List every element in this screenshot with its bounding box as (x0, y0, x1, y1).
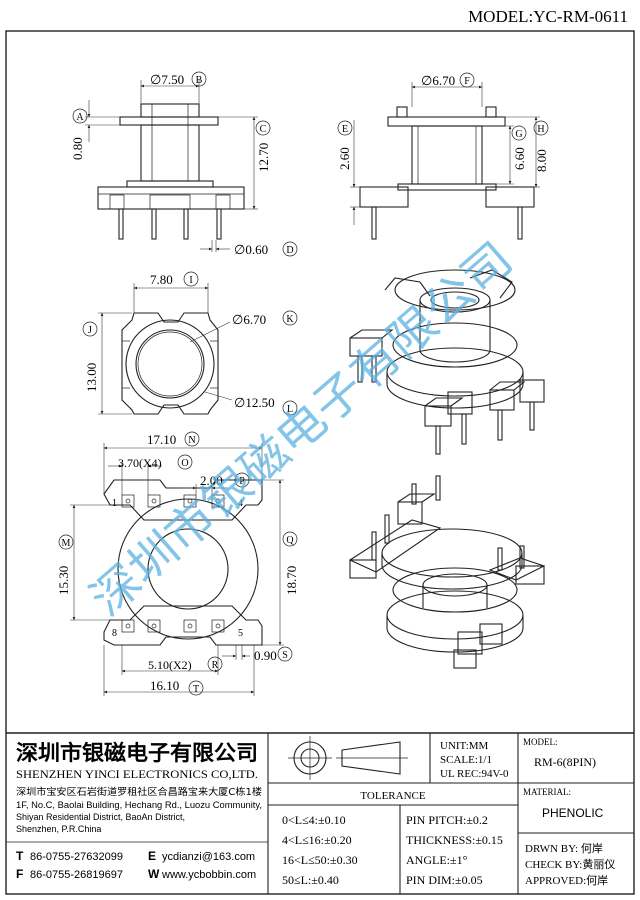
drawn-by: DRWN BY: 何岸 (525, 842, 603, 855)
web-value: www.ycbobbin.com (161, 869, 256, 881)
dim-o-value: 3.70(X4) (118, 456, 162, 470)
approved-by: APPROVED:何岸 (525, 874, 608, 887)
company-address-en-3: Shenzhen, P.R.China (16, 824, 101, 834)
outer-frame (5, 30, 635, 895)
dim-d-value: ∅0.60 (234, 242, 268, 257)
tolerance-spec-3: PIN DIM:±0.05 (406, 873, 483, 887)
tolerance-length-3: 50≤L:±0.40 (282, 873, 339, 887)
dim-f-letter: F (464, 76, 470, 87)
fax-label: F (16, 867, 23, 881)
tolerance-length-2: 16<L≤50:±0.30 (282, 853, 358, 867)
web-label: W (148, 867, 160, 881)
scale-text: SCALE:1/1 (440, 754, 492, 766)
company-name-cn: 深圳市银磁电子有限公司 (16, 741, 258, 765)
bottom-view (70, 443, 284, 696)
model-label: MODEL: (523, 737, 558, 747)
company-name-en: SHENZHEN YINCI ELECTRONICS CO,LTD. (16, 767, 258, 781)
dim-t-letter: T (193, 684, 199, 695)
dim-q-value: 18.70 (284, 566, 299, 595)
dim-e-letter: E (342, 124, 348, 135)
dim-n-letter: N (188, 435, 195, 446)
dim-a-value: 0.80 (70, 137, 85, 160)
dim-j-letter: J (88, 325, 92, 336)
tolerance-length-1: 4<L≤16:±0.20 (282, 833, 352, 847)
tolerance-rows: 0<L≤4:±0.10 PIN PITCH:±0.2 4<L≤16:±0.20 THI… (282, 813, 503, 887)
dim-r-value: 5.10(X2) (148, 658, 192, 672)
tolerance-spec-1: THICKNESS:±0.15 (406, 833, 503, 847)
dim-e-value: 2.60 (337, 147, 352, 170)
dim-m-value: 15.30 (56, 566, 71, 595)
company-address-en-1: 1F, No.C, Baolai Building, Hechang Rd., … (16, 800, 262, 810)
dim-f-value: ∅6.70 (421, 73, 455, 88)
dim-b-value: ∅7.50 (150, 72, 184, 87)
dim-o-letter: O (181, 458, 188, 469)
unit-text: UNIT:MM (440, 740, 489, 752)
dim-k-letter: K (286, 314, 294, 325)
ul-text: UL REC:94V-0 (440, 768, 509, 780)
company-address-en-2: Shiyan Residential District, BaoAn Distr… (16, 812, 185, 822)
side-view (350, 82, 540, 240)
title-block (6, 732, 634, 894)
dim-b-letter: B (196, 75, 203, 86)
pin-1-label: 1 (112, 498, 117, 509)
check-by: CHECK BY:黄丽仪 (525, 857, 615, 871)
tel-value: 86-0755-27632099 (30, 851, 123, 863)
dim-p-value: 2.00 (200, 473, 223, 488)
dim-t-value: 16.10 (150, 678, 179, 693)
dim-c-letter: C (260, 124, 267, 135)
dim-s-letter: S (282, 650, 288, 661)
iso-view-top (349, 269, 545, 455)
top-view (98, 283, 233, 415)
model-value: RM-6(8PIN) (534, 755, 596, 769)
front-view (85, 80, 258, 252)
dim-i-letter: I (189, 275, 192, 286)
pin-5-label: 5 (238, 628, 243, 639)
dim-p-letter: P (239, 476, 245, 487)
tolerance-spec-0: PIN PITCH:±0.2 (406, 813, 488, 827)
dim-d-letter: D (286, 245, 293, 256)
tolerance-title: TOLERANCE (360, 790, 425, 802)
dim-h-value: 8.00 (534, 149, 549, 172)
dim-m-letter: M (62, 538, 71, 549)
dim-a-letter: A (76, 112, 84, 123)
dim-g-letter: G (515, 129, 522, 140)
dim-l-letter: L (287, 404, 293, 415)
dim-n-value: 17.10 (147, 432, 176, 447)
fax-value: 86-0755-26819697 (30, 869, 123, 881)
tolerance-spec-2: ANGLE:±1° (406, 853, 468, 867)
dim-j-value: 13.00 (84, 363, 99, 392)
dim-i-value: 7.80 (150, 272, 173, 287)
dim-s-value: 0.90 (254, 648, 277, 663)
material-label: MATERIAL: (523, 787, 571, 797)
dim-c-value: 12.70 (256, 143, 271, 172)
pin-4-label: 4 (238, 498, 243, 509)
dim-q-letter: Q (286, 535, 294, 546)
dim-h-letter: H (537, 124, 544, 135)
dim-r-letter: R (212, 660, 219, 671)
model-header: MODEL:YC-RM-0611 (468, 7, 628, 26)
tel-label: T (16, 849, 24, 863)
email-label: E (148, 849, 156, 863)
watermark-text: 深圳市银磁电子有限公司 (80, 231, 523, 626)
tolerance-length-0: 0<L≤4:±0.10 (282, 813, 346, 827)
company-address-cn: 深圳市宝安区石岩街道罗租社区合昌路宝来大厦C栋1楼 (16, 786, 263, 798)
material-value: PHENOLIC (542, 806, 604, 820)
email-value: ycdianzi@163.com (162, 851, 255, 863)
iso-view-bottom (348, 475, 546, 669)
pin-8-label: 8 (112, 628, 117, 639)
dim-g-value: 6.60 (512, 147, 527, 170)
dim-l-value: ∅12.50 (234, 395, 275, 410)
dim-k-value: ∅6.70 (232, 312, 266, 327)
